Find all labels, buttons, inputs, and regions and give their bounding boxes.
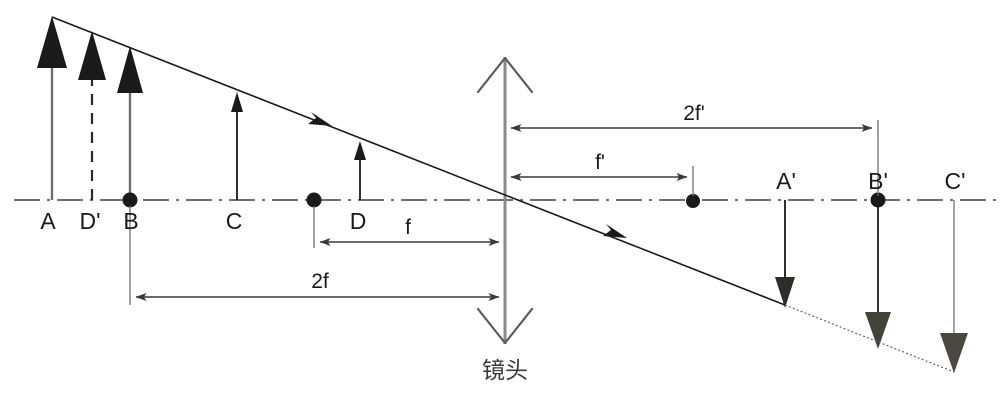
label-2f-prime: 2f'	[683, 102, 705, 125]
principal-ray-dotted	[784, 304, 955, 373]
image-arrow-Bprime	[865, 200, 891, 349]
object-arrow-Dprime-head	[78, 31, 106, 80]
object-arrow-B-head	[117, 46, 143, 93]
axis-dot-B	[122, 192, 138, 208]
label-C: C	[226, 208, 243, 234]
label-B-prime: B'	[868, 168, 888, 194]
lens-arrowhead-top	[476, 56, 534, 94]
object-arrow-C-head	[231, 92, 243, 112]
label-A: A	[40, 208, 56, 234]
principal-ray-solid	[51, 16, 786, 306]
label-A-prime: A'	[776, 168, 796, 194]
dimension-f	[313, 206, 500, 248]
image-arrow-Cprime-head	[940, 333, 968, 373]
object-arrow-A	[37, 16, 67, 200]
label-f: f	[405, 216, 411, 239]
label-2f: 2f	[311, 270, 329, 293]
principal-ray	[51, 16, 955, 373]
dimension-fprime	[510, 166, 694, 196]
image-arrow-Bprime-head	[865, 312, 891, 349]
object-arrow-D-head	[354, 141, 366, 160]
label-C-prime: C'	[944, 168, 965, 194]
label-lens: 镜头	[482, 358, 528, 384]
axis-dot-Bprime	[870, 192, 886, 208]
axis-dot-D-origin	[306, 192, 322, 208]
object-arrow-Dprime	[78, 31, 106, 200]
lens-symbol	[476, 56, 534, 345]
dimension-2f	[129, 206, 500, 305]
image-arrow-Aprime	[775, 200, 795, 308]
axis-dot-focal-prime	[686, 194, 700, 208]
ray-direction-arrow-2	[603, 224, 627, 238]
object-arrow-C	[231, 92, 243, 200]
object-arrow-B	[117, 46, 143, 200]
ray-direction-arrow-1	[308, 112, 332, 126]
lens-arrowhead-bottom	[476, 307, 534, 345]
label-f-prime: f'	[595, 151, 605, 174]
dimension-2fprime	[510, 120, 879, 196]
object-arrow-D	[354, 141, 366, 200]
image-arrow-Aprime-head	[775, 277, 795, 308]
label-D-prime: D'	[79, 208, 100, 234]
label-B: B	[123, 208, 138, 234]
image-arrow-Cprime	[940, 200, 968, 373]
label-D: D	[350, 208, 367, 234]
object-arrow-A-head	[37, 16, 67, 68]
